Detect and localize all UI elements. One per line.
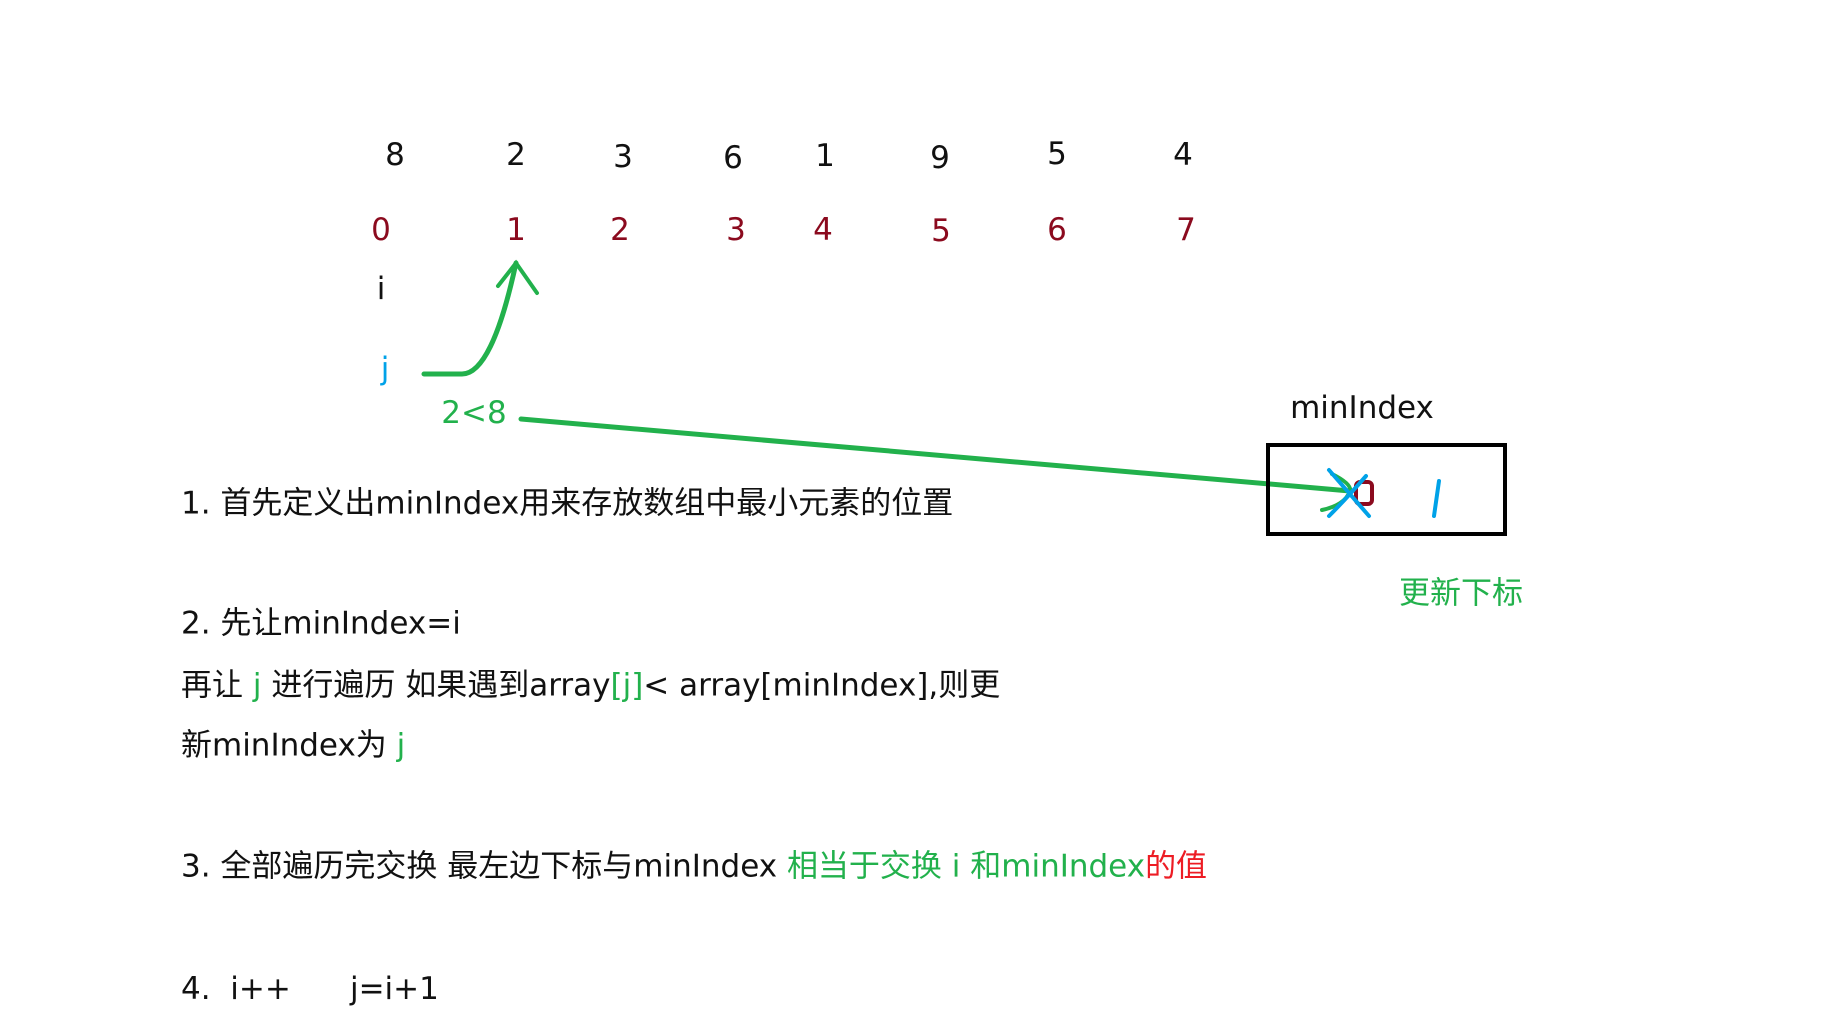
update-index-label: 更新下标 — [1399, 575, 1523, 612]
array-value: 6 — [723, 140, 743, 176]
step-2: 2. 先让minIndex=i — [181, 605, 461, 642]
j-highlight: j — [396, 727, 406, 764]
text: 3. 全部遍历完交换 最左边下标与minIndex — [181, 848, 787, 885]
j-index-highlight: [j] — [610, 667, 644, 704]
j-highlight: j — [252, 667, 262, 704]
array-index: 2 — [610, 212, 630, 248]
text: 进行遍历 如果遇到array — [261, 667, 611, 704]
array-value: 2 — [506, 137, 526, 173]
new-value-one — [1432, 479, 1441, 518]
text: < array[minIndex],则更 — [643, 667, 1001, 704]
array-index: 3 — [726, 212, 746, 248]
array-value: 8 — [385, 137, 405, 173]
swap-highlight: 相当于交换 i 和minIndex — [786, 848, 1146, 885]
j-advance-arrow — [421, 260, 519, 377]
update-arrow — [518, 416, 1353, 494]
array-index: 1 — [506, 212, 526, 248]
step-3: 3. 全部遍历完交换 最左边下标与minIndex 相当于交换 i 和minIn… — [181, 841, 1207, 886]
array-value: 4 — [1173, 137, 1193, 173]
step-2-detail: 再让 j 进行遍历 如果遇到array[j]< array[minIndex],… — [181, 660, 1000, 705]
j-advance-arrowhead — [496, 259, 539, 295]
array-value: 1 — [815, 138, 835, 174]
value-highlight: 的值 — [1145, 848, 1208, 885]
min-index-label: minIndex — [1290, 390, 1434, 426]
min-index-box — [1266, 443, 1507, 536]
step-4: 4. i++ j=i+1 — [181, 971, 439, 1007]
step-1: 1. 首先定义出minIndex用来存放数组中最小元素的位置 — [181, 485, 954, 522]
array-value: 9 — [930, 140, 950, 176]
array-index: 0 — [371, 212, 391, 248]
array-index: 5 — [931, 213, 951, 249]
cross-out-icon — [1327, 468, 1371, 518]
pointer-i: i — [376, 271, 386, 307]
comparison-label: 2<8 — [441, 395, 507, 431]
text: 再让 — [181, 667, 253, 704]
array-index: 6 — [1047, 212, 1067, 248]
array-value: 3 — [613, 139, 633, 175]
array-index: 4 — [813, 212, 833, 248]
array-index: 7 — [1176, 212, 1196, 248]
step-2-detail-cont: 新minIndex为 j — [181, 720, 405, 765]
pointer-j: j — [380, 351, 390, 387]
old-value-zero — [1354, 480, 1374, 506]
array-value: 5 — [1047, 136, 1067, 172]
text: 新minIndex为 — [181, 727, 397, 764]
